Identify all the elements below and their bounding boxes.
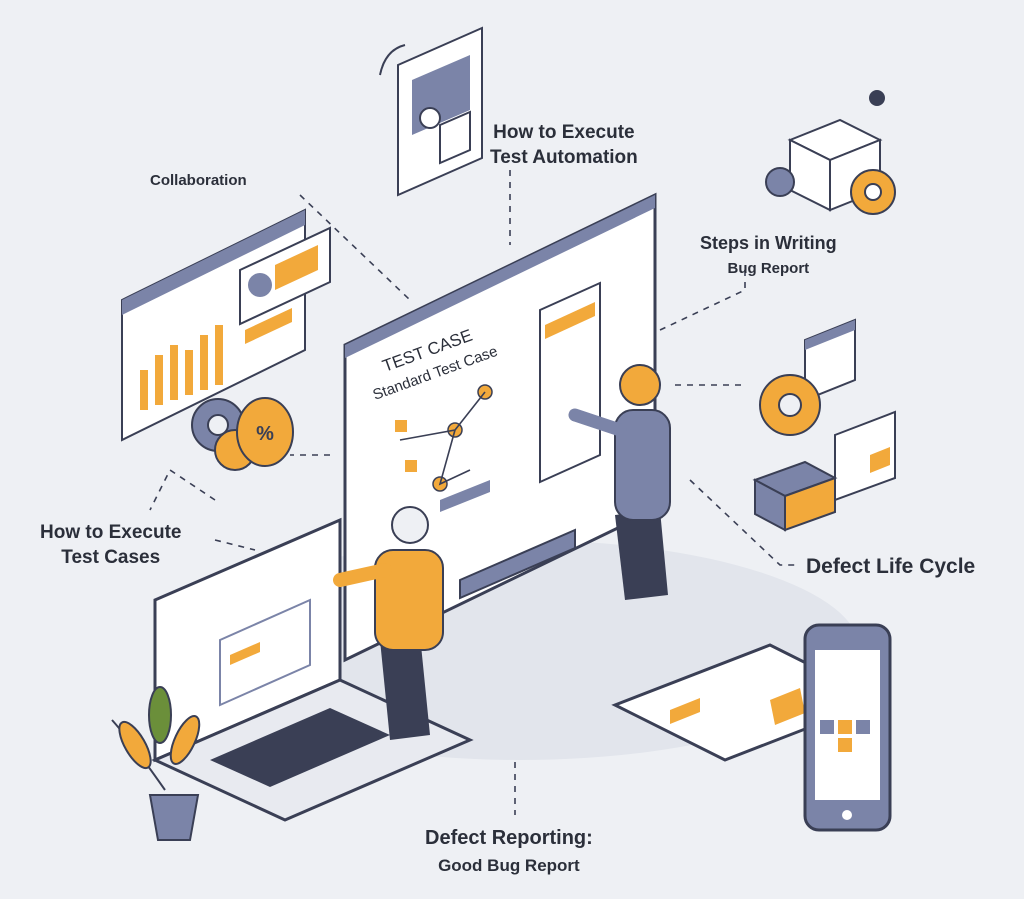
tablet-icon [379, 26, 483, 197]
label-steps-line2: Bug Report [727, 260, 810, 277]
plant-icon [111, 686, 201, 841]
label-defect-reporting: Defect Reporting: Good Bug Report [425, 824, 593, 880]
person-presenting [333, 506, 444, 740]
label-reporting-line1: Defect Reporting: [425, 827, 593, 849]
bug-report-box [765, 90, 896, 215]
collaboration-window [121, 208, 331, 442]
phone-icon [803, 623, 892, 832]
label-execute-test-cases: How to Execute Test Cases [40, 520, 181, 570]
label-execute-line1: How to Execute [40, 522, 182, 543]
defect-life-cycle-cluster [752, 318, 896, 532]
label-defect-life-cycle: Defect Life Cycle [806, 555, 976, 578]
percent-badge-icon: % [236, 397, 294, 467]
label-collaboration: Collaboration [150, 172, 247, 189]
person-writing [568, 364, 671, 600]
label-bug-report-steps: Steps in Writing Bug Report [700, 230, 837, 282]
label-steps-line1: Steps in Writing [700, 233, 837, 253]
test-case-board [343, 192, 657, 663]
svg-text:%: % [256, 423, 274, 445]
label-test-automation-line1: How to Execute [493, 122, 635, 143]
label-execute-line2: Test Cases [61, 547, 161, 568]
label-test-automation-line2: Test Automation [490, 147, 638, 168]
label-test-automation: How to Execute Test Automation [490, 120, 638, 170]
label-reporting-line2: Good Bug Report [438, 856, 580, 875]
